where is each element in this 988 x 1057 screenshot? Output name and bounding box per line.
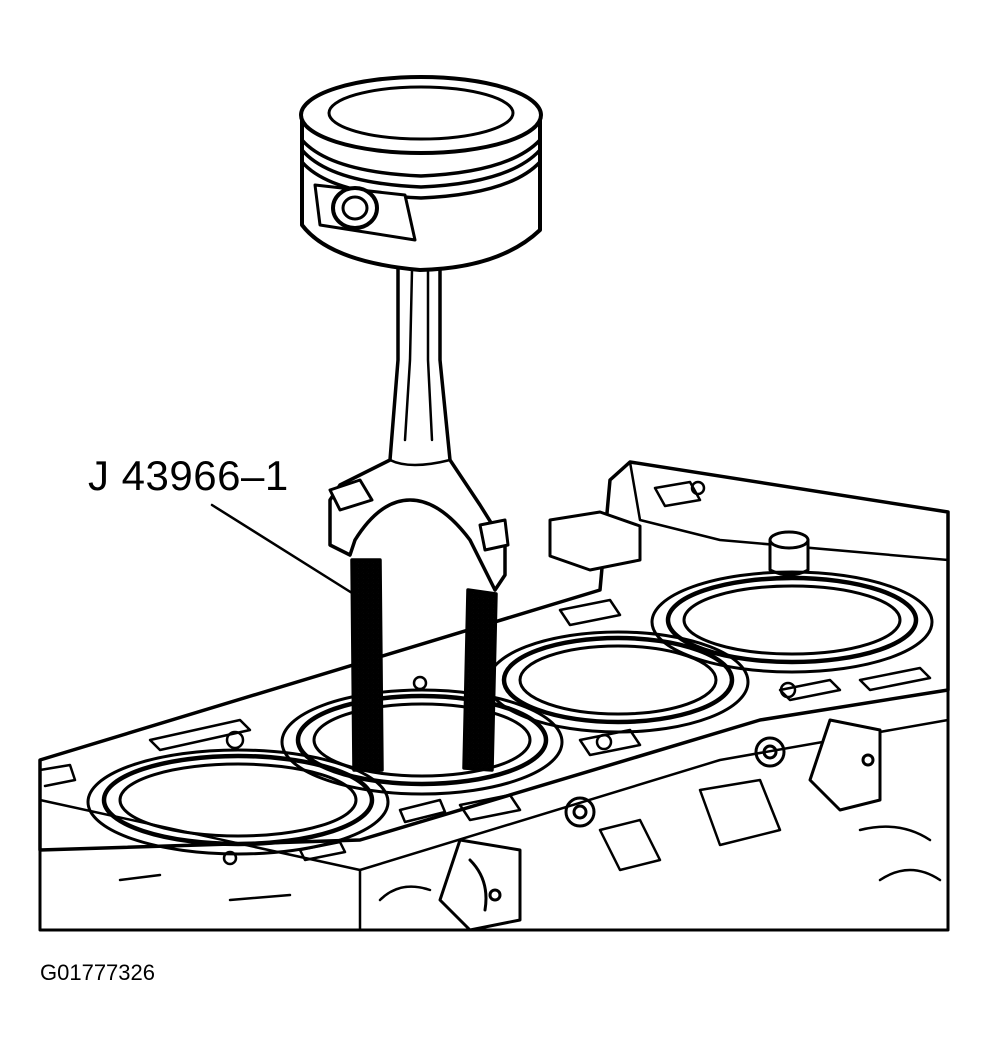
dowel-pin <box>768 530 810 577</box>
block-front-details <box>118 778 942 932</box>
block-rear-section <box>628 460 950 562</box>
block-boss <box>548 510 642 572</box>
guide-rod-left <box>350 558 384 772</box>
guide-rod-right <box>462 588 498 772</box>
callout-leader-line <box>210 503 362 600</box>
connecting-rod-beam <box>328 253 507 592</box>
guide-tool-rods <box>350 558 498 772</box>
wrist-pin-boss <box>313 183 417 242</box>
tool-callout-label: J 43966–1 <box>88 452 289 499</box>
deck-passages <box>38 598 932 866</box>
piston-and-rod <box>299 75 543 592</box>
cylinder-bore-2 <box>280 688 564 796</box>
rod-cap-right <box>478 518 510 552</box>
cylinder-bore-1 <box>86 748 390 856</box>
block-front-face <box>38 688 950 932</box>
mounting-boss-front <box>438 718 882 932</box>
cylinder-bore-4 <box>650 570 934 674</box>
rod-cap-left <box>328 478 374 512</box>
head-bolt-holes <box>564 736 786 828</box>
piston-ring-grooves <box>300 138 542 200</box>
figure-id: G01777326 <box>40 960 155 985</box>
